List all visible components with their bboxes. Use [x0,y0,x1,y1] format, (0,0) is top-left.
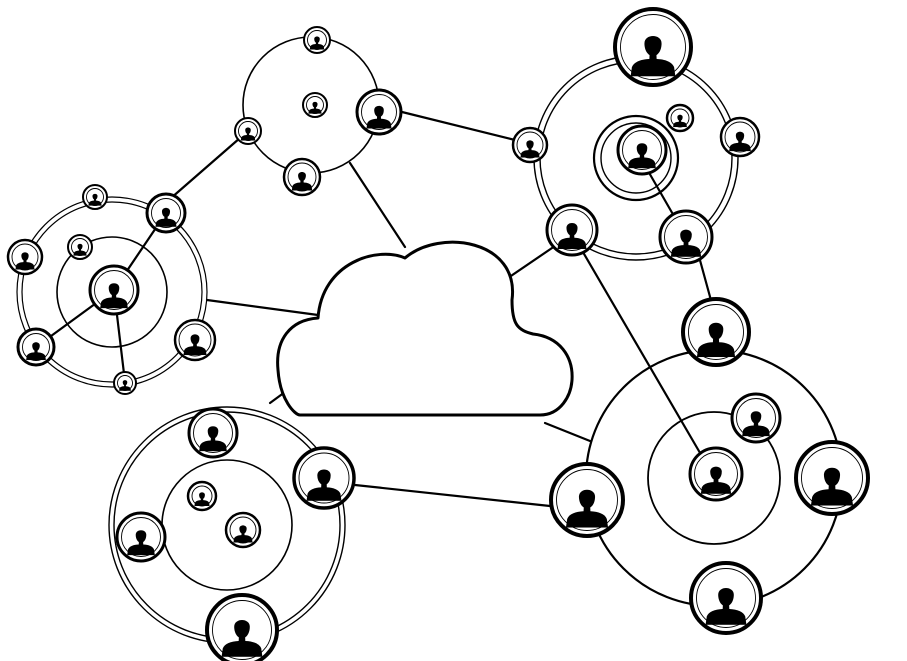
person-avatar [145,192,187,234]
person-avatar [292,446,356,510]
person-avatar [16,327,56,367]
person-avatar [205,593,279,661]
connection-line [348,161,407,249]
cluster-ring [647,411,781,545]
person-avatar [88,264,140,316]
person-avatar [67,234,93,260]
cluster-ring [16,196,208,388]
person-avatar [186,480,218,512]
person-avatar [549,462,625,538]
person-avatar [115,511,167,563]
person-avatar [665,103,695,133]
person-avatar [719,116,761,158]
person-avatar [82,184,108,210]
connection-line [205,298,320,317]
person-avatar [282,157,322,197]
person-avatar [681,297,751,367]
person-avatar [113,371,137,395]
connection-line [578,245,705,460]
person-avatar [794,440,870,516]
person-avatar [688,446,744,502]
person-avatar [6,238,44,276]
connection-line [353,483,552,508]
person-avatar [302,92,328,118]
cluster-ring [592,114,680,202]
people-nodes [6,7,870,661]
person-avatar [616,124,668,176]
person-avatar [658,209,714,265]
connection-line [506,246,554,280]
person-avatar [355,88,403,136]
person-avatar [730,392,782,444]
person-avatar [511,126,549,164]
connection-line [400,110,517,142]
cluster-ring [21,201,203,383]
cluster-ring [56,236,168,348]
connection-line [543,421,592,443]
person-avatar [173,318,217,362]
cluster-ring [600,122,672,194]
person-avatar [303,26,331,54]
person-avatar [689,561,763,635]
person-avatar [234,117,262,145]
person-avatar [187,407,239,459]
cloud-icon [276,240,574,417]
person-avatar [545,203,599,257]
person-avatar [224,511,262,549]
person-avatar [613,7,693,87]
